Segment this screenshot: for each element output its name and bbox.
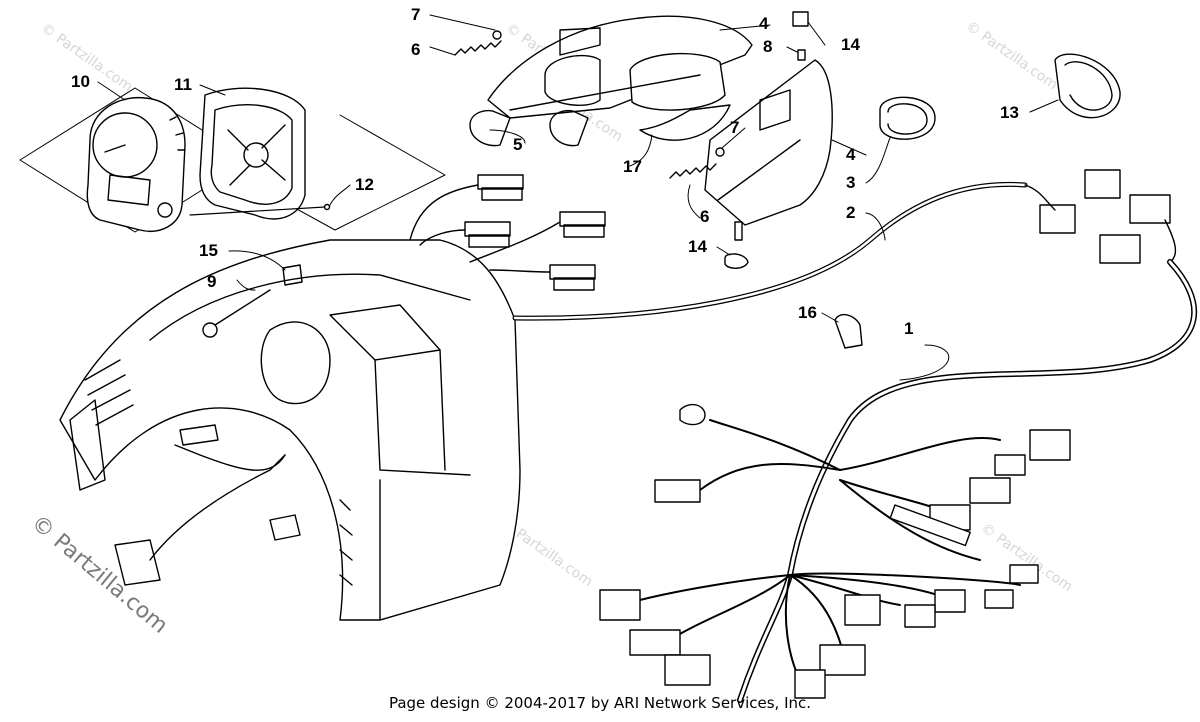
sleeve <box>889 504 971 547</box>
callout-7: 7 <box>411 5 420 24</box>
callout-1: 1 <box>904 319 913 338</box>
bracket <box>282 264 303 286</box>
connector <box>994 454 1026 476</box>
callout-14: 14 <box>688 237 707 256</box>
pin <box>734 221 743 241</box>
callout-5: 5 <box>513 135 522 154</box>
connector <box>1009 564 1039 584</box>
callout-10: 10 <box>71 72 90 91</box>
connector <box>664 654 711 686</box>
connector <box>477 174 524 201</box>
callout-3: 3 <box>846 173 855 192</box>
connector <box>934 589 966 613</box>
watermark-text: © Partzilla.com <box>963 18 1061 93</box>
callout-11: 11 <box>174 75 192 94</box>
connector <box>629 629 681 656</box>
callout-4: 4 <box>759 14 769 33</box>
callout-4: 4 <box>846 145 856 164</box>
connector <box>1029 429 1071 461</box>
callout-9: 9 <box>207 272 216 291</box>
harness-2 <box>512 169 1177 321</box>
plug <box>202 322 218 338</box>
dash-housing <box>59 239 521 621</box>
connector <box>179 424 219 446</box>
clip <box>724 253 749 269</box>
callout-6: 6 <box>700 207 709 226</box>
gauge-assembly <box>19 87 446 233</box>
clip <box>792 11 809 27</box>
connector <box>549 264 596 291</box>
boot <box>549 109 589 147</box>
callout-7: 7 <box>730 118 739 137</box>
connector <box>819 644 866 676</box>
band <box>1054 53 1121 119</box>
spring <box>454 40 502 56</box>
callout-14: 14 <box>841 35 860 54</box>
harness-1 <box>639 259 1198 703</box>
callout-labels: 1 2 3 4 4 5 6 6 7 7 8 9 10 11 12 13 14 1… <box>71 5 1019 338</box>
connector <box>559 211 606 238</box>
pin <box>797 49 806 61</box>
callout-16: 16 <box>798 303 817 322</box>
copyright-footer: Page design © 2004-2017 by ARI Network S… <box>388 694 812 712</box>
boot <box>469 109 511 147</box>
callout-2: 2 <box>846 203 855 222</box>
callout-12: 12 <box>355 175 374 194</box>
watermark-text: © Partzilla.com <box>978 520 1076 595</box>
connector <box>464 221 511 248</box>
upper-housing <box>487 15 833 226</box>
connector <box>969 477 1011 504</box>
callout-17: 17 <box>623 157 642 176</box>
connector <box>114 539 161 586</box>
connector <box>904 604 936 628</box>
washer <box>715 147 725 157</box>
band <box>879 96 936 140</box>
connector <box>654 479 701 503</box>
callout-15: 15 <box>199 241 218 260</box>
connector <box>984 589 1014 609</box>
connector <box>269 514 301 541</box>
connector <box>794 669 826 699</box>
ring-terminal <box>679 403 706 426</box>
washer <box>492 30 502 40</box>
callout-6: 6 <box>411 40 420 59</box>
partzilla-watermark: © Partzilla.com <box>26 510 172 638</box>
connector <box>599 589 641 621</box>
clip <box>834 313 863 349</box>
connector <box>844 594 881 626</box>
leader-lines <box>97 14 1059 381</box>
spring <box>669 163 717 179</box>
callout-13: 13 <box>1000 103 1019 122</box>
callout-8: 8 <box>763 37 772 56</box>
